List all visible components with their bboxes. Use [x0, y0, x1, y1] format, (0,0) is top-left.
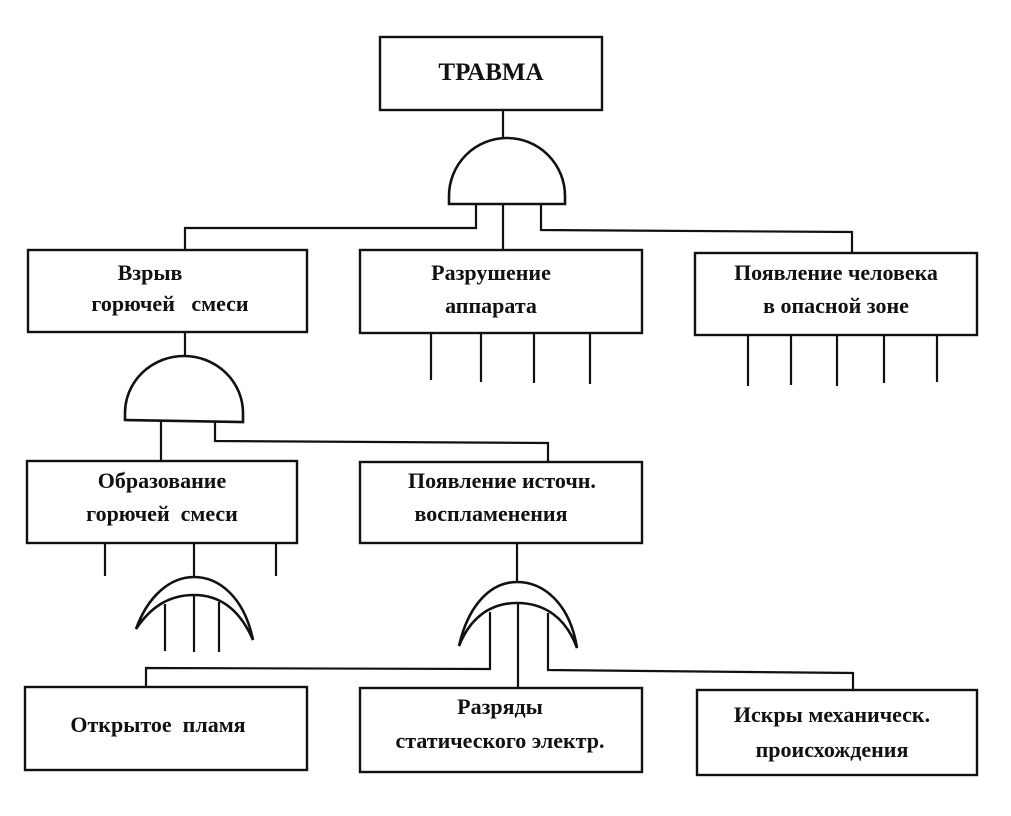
- event-static-discharge: Разряды статического электр.: [358, 686, 644, 774]
- event-mechanical-sparks: Искры механическ. происхождения: [695, 688, 979, 777]
- connector-line: [213, 422, 550, 462]
- event-box: [358, 248, 644, 335]
- event-ignition-source: Появление источн. воспламенения: [358, 460, 644, 545]
- open-inputs-apparatus: [429, 333, 592, 384]
- event-box: [378, 35, 604, 112]
- event-box: [358, 460, 644, 545]
- event-label-line-1: Образование: [98, 468, 227, 493]
- event-label-line-2: аппарата: [445, 293, 537, 318]
- event-box: [23, 685, 309, 772]
- event-trauma: ТРАВМА: [378, 35, 604, 112]
- event-open-flame: Открытое пламя: [23, 685, 309, 772]
- event-explosion: Взрыв горючей смеси: [26, 248, 309, 334]
- event-box: [25, 459, 299, 545]
- event-label-line-1: Появление источн.: [408, 468, 596, 493]
- and-gate-icon: [447, 136, 567, 206]
- event-label-line-2: происхождения: [756, 737, 909, 762]
- connector-line: [183, 204, 478, 250]
- open-inputs-person: [746, 335, 939, 386]
- open-inputs-mixture: [103, 543, 278, 576]
- and-gate-icon: [123, 354, 245, 424]
- event-label-line-1: Разряды: [457, 694, 543, 719]
- connector-line: [546, 613, 855, 690]
- event-box: [693, 251, 979, 337]
- event-box: [358, 686, 644, 774]
- event-box: [26, 248, 309, 334]
- connector-line: [539, 204, 854, 253]
- event-apparatus-destruction: Разрушение аппарата: [358, 248, 644, 335]
- event-person-in-danger-zone: Появление человека в опасной зоне: [693, 251, 979, 337]
- event-label-line-2: воспламенения: [415, 501, 568, 526]
- or-gate-icon: [134, 575, 255, 641]
- event-label-line-2: статического электр.: [396, 728, 605, 753]
- event-box: [695, 688, 979, 777]
- or-gate-inputs-mixture: [163, 596, 221, 652]
- event-label-line-1: Искры механическ.: [734, 702, 930, 727]
- event-label: ТРАВМА: [438, 59, 543, 86]
- event-label-line-1: Разрушение: [431, 260, 551, 285]
- event-mixture-formation: Образование горючей смеси: [25, 459, 299, 545]
- event-label: Открытое пламя: [70, 712, 245, 737]
- event-label-line-2: в опасной зоне: [763, 293, 909, 318]
- event-label-line-2: горючей смеси: [86, 501, 238, 526]
- event-label-line-2: горючей смеси: [91, 291, 249, 316]
- event-label-line-1: Появление человека: [734, 260, 938, 285]
- or-gate-icon: [457, 580, 579, 649]
- event-label-line-1: Взрыв: [118, 260, 183, 285]
- connector-line: [144, 612, 492, 687]
